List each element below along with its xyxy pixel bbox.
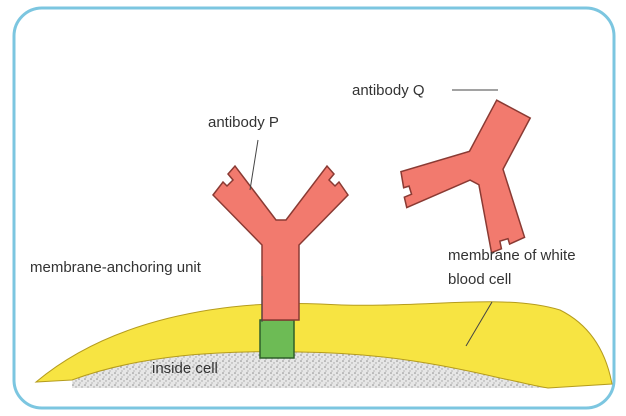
membrane-label-line1: membrane of white [448,247,576,264]
membrane-anchoring-unit [260,320,294,358]
inside-cell-label: inside cell [152,360,218,377]
membrane-label-line2: blood cell [448,271,511,288]
anchoring-unit-label: membrane-anchoring unit [30,259,202,276]
antibody-q-label: antibody Q [352,82,425,99]
antibody-p-label: antibody P [208,114,279,131]
